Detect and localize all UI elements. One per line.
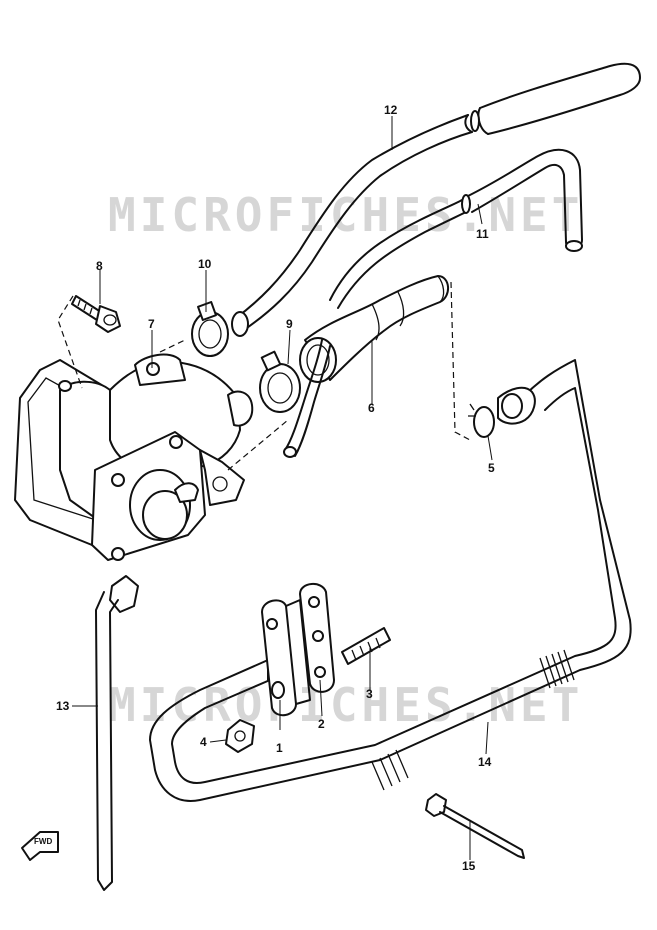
callout-8: 8	[96, 259, 103, 273]
part-9-clamp	[259, 350, 301, 413]
callout-5: 5	[488, 461, 495, 475]
callout-11: 11	[476, 227, 489, 241]
callout-15: 15	[462, 859, 476, 873]
part-14-pipe	[149, 359, 632, 802]
part-13-rod	[95, 575, 139, 891]
callout-14: 14	[478, 755, 492, 769]
callout-2: 2	[318, 717, 325, 731]
part-1-bracket	[261, 599, 311, 717]
part-12-hose	[231, 62, 641, 337]
part-3-stud	[341, 627, 391, 665]
front-arrow-icon	[21, 831, 59, 861]
part-15-bolt	[425, 793, 525, 859]
callout-13: 13	[56, 699, 70, 713]
callout-4: 4	[200, 735, 207, 749]
part-10-clamp	[191, 301, 229, 357]
callout-7: 7	[148, 317, 155, 331]
callout-9: 9	[286, 317, 293, 331]
part-7-valve	[14, 353, 254, 561]
callout-1: 1	[276, 741, 283, 755]
part-6-hose	[299, 275, 449, 383]
callout-12: 12	[384, 103, 398, 117]
callout-6: 6	[368, 401, 375, 415]
part-4-nut	[225, 719, 255, 753]
callout-10: 10	[198, 257, 212, 271]
part-2-plate	[299, 583, 335, 693]
part-11-hose	[329, 148, 583, 309]
part-8-bolt	[71, 295, 121, 333]
callout-3: 3	[366, 687, 373, 701]
part-5-ring	[468, 403, 495, 438]
front-arrow-label: FWD	[34, 837, 53, 846]
